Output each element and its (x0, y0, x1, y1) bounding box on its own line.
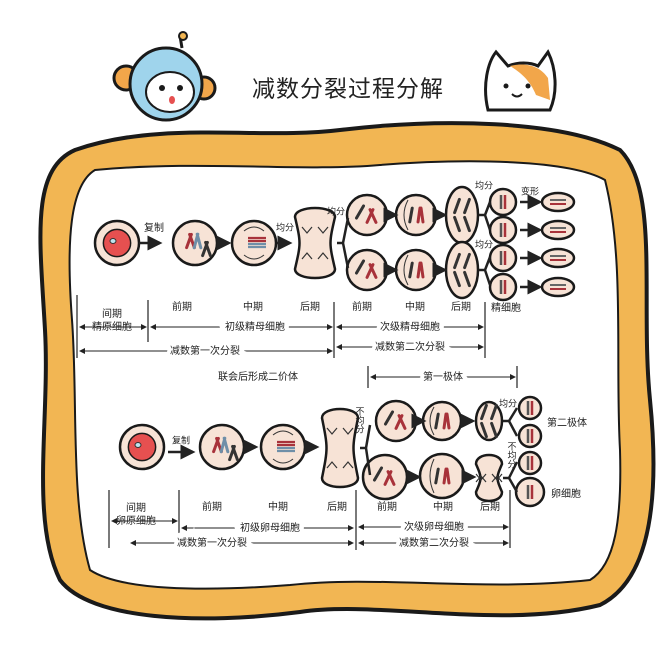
replicate-label: 复制 (144, 221, 164, 234)
oogonium-label: 卵原细胞 (116, 514, 156, 527)
primary-spermatocyte-metaphase-cell (230, 219, 278, 267)
split-arrow-icon (503, 407, 519, 437)
secondary-spermatocyte-metaphase-cell (394, 248, 438, 292)
secondary-spermatocyte-prophase-cell (345, 248, 389, 292)
second-polar-body-label: 第二极体 (547, 416, 587, 429)
equal-split-label: 均分 (327, 206, 345, 218)
equal-split-label: 均分 (499, 398, 517, 410)
primary-oocyte-metaphase-cell (259, 423, 307, 471)
secondary-oocyte-label: 次级卵母细胞 (404, 520, 464, 533)
sperm-cell (540, 219, 576, 241)
split-arrow-icon (503, 461, 519, 493)
oogenesis-section: 复制 不均分 均分 不均分 第二极体 卵细胞 前期 中期 后期 前期 中期 后期… (116, 398, 587, 554)
primary-oocyte-anaphase-cell (320, 407, 360, 489)
unequal-split-label: 不均分 (354, 406, 365, 434)
robot-mascot-icon (112, 31, 217, 122)
split-arrow-icon (479, 256, 492, 286)
secondary-spermatocyte-anaphase-cell (444, 185, 480, 245)
split-arrow-icon (337, 217, 350, 269)
sperm-cell (540, 191, 576, 213)
unequal-split-label: 不均分 (506, 441, 517, 469)
spermatogonium-cell (93, 219, 141, 267)
secondary-oocyte-anaphase-cell (474, 453, 504, 503)
sperm-cell (540, 247, 576, 269)
synapsis-note: 联会后形成二价体 (218, 370, 298, 383)
second-polar-body-cell (517, 450, 543, 476)
first-polar-body-label: 第一极体 (423, 370, 463, 383)
primary-spermatocyte-label: 初级精母细胞 (225, 320, 285, 333)
sperm-cell (540, 276, 576, 298)
phase-label: 中期 (433, 500, 453, 513)
page-title: 减数分裂过程分解 (252, 77, 444, 103)
split-arrow-icon (479, 201, 492, 231)
spermatid-cell (488, 187, 518, 217)
first-polar-body-anaphase-cell (474, 400, 504, 442)
phase-label: 中期 (268, 500, 288, 513)
primary-oocyte-prophase-cell (198, 423, 246, 471)
cell-drawings (93, 185, 576, 508)
egg-cell-label: 卵细胞 (551, 487, 581, 500)
replicate-label: 复制 (172, 435, 190, 447)
split-arrow-icon (360, 424, 372, 476)
phase-label: 后期 (451, 301, 471, 313)
second-polar-body-cell (517, 423, 543, 449)
spermatogenesis-section: 复制 均分 均分 均分 均分 变形 前期 中期 后期 前期 中期 后期 精细胞 … (92, 180, 539, 388)
phase-label: 后期 (327, 501, 347, 513)
phase-label: 中期 (405, 300, 425, 313)
meiosis-1-label: 减数第一次分裂 (177, 536, 247, 549)
meiosis-1-label: 减数第一次分裂 (170, 344, 240, 357)
secondary-spermatocyte-metaphase-cell (394, 193, 438, 237)
phase-label: 后期 (480, 501, 500, 513)
phase-label: 后期 (300, 301, 320, 313)
secondary-spermatocyte-anaphase-cell (444, 240, 480, 300)
secondary-oocyte-prophase-cell (361, 453, 409, 501)
egg-cell (514, 476, 546, 508)
second-polar-body-cell (517, 395, 543, 421)
meiosis-2-label: 减数第二次分裂 (399, 536, 469, 549)
secondary-oocyte-metaphase-cell (418, 452, 466, 500)
spermatid-cell (488, 215, 518, 245)
spermatogonium-label: 精原细胞 (92, 320, 132, 333)
primary-oocyte-label: 初级卵母细胞 (240, 521, 300, 534)
spermatid-cell (488, 243, 518, 273)
cat-mascot-icon (484, 49, 557, 112)
spermatid-label: 精细胞 (491, 301, 521, 314)
interphase-label: 间期 (126, 501, 146, 514)
oogonium-cell (118, 423, 166, 471)
phase-label: 中期 (243, 300, 263, 313)
secondary-spermatocyte-label: 次级精母细胞 (380, 320, 440, 333)
transform-label: 变形 (521, 186, 539, 198)
phase-label: 前期 (352, 300, 372, 313)
equal-split-label: 均分 (475, 239, 493, 251)
equal-split-label: 均分 (276, 222, 294, 234)
first-polar-body-metaphase-cell (421, 400, 463, 442)
process-arrows (76, 194, 543, 550)
interphase-label: 间期 (102, 307, 122, 320)
primary-spermatocyte-anaphase-cell (293, 206, 337, 280)
first-polar-body-prophase-cell (374, 399, 418, 443)
phase-label: 前期 (202, 500, 222, 513)
primary-spermatocyte-prophase-cell (171, 219, 219, 267)
spermatid-cell (488, 272, 518, 302)
secondary-spermatocyte-prophase-cell (345, 193, 389, 237)
meiosis-2-label: 减数第二次分裂 (375, 340, 445, 353)
equal-split-label: 均分 (475, 180, 493, 192)
phase-label: 前期 (377, 500, 397, 513)
phase-label: 前期 (172, 300, 192, 313)
